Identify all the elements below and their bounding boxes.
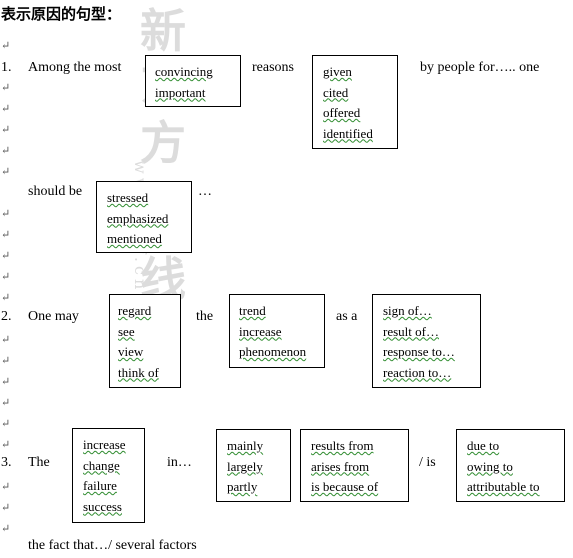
choice-option: see <box>118 323 135 339</box>
paragraph-mark: ↵ <box>1 103 11 115</box>
choice-box: convincing important <box>145 55 241 107</box>
choice-option: given <box>323 64 352 79</box>
choice-option: think of <box>118 364 159 380</box>
pattern-number: 2. <box>1 309 12 324</box>
choice-box: results from arises from is because of <box>300 429 409 502</box>
sentence-text: The <box>28 455 50 470</box>
paragraph-mark: ↵ <box>1 292 11 304</box>
choice-option: important <box>155 84 206 100</box>
paragraph-mark: ↵ <box>1 124 11 136</box>
pattern-number: 3. <box>1 455 12 470</box>
paragraph-mark: ↵ <box>1 355 11 367</box>
sentence-text: should be <box>28 184 83 199</box>
choice-option: cited <box>323 84 349 100</box>
choice-option: failure <box>83 478 117 493</box>
choice-option: offered <box>323 105 361 120</box>
paragraph-mark: ↵ <box>1 334 11 346</box>
paragraph-mark: ↵ <box>1 271 11 283</box>
choice-option: emphasized <box>107 210 169 226</box>
sentence-text: the fact that…/ several factors <box>28 538 197 553</box>
choice-option: result of… <box>383 323 439 339</box>
paragraph-mark: ↵ <box>1 250 11 262</box>
choice-option: phenomenon <box>239 344 307 359</box>
paragraph-mark: ↵ <box>1 481 11 493</box>
choice-option: arises from <box>311 458 370 474</box>
choice-box: stressed emphasized mentioned <box>96 181 192 253</box>
paragraph-mark: ↵ <box>1 82 11 94</box>
choice-box: mainly largely partly <box>216 429 291 502</box>
sentence-text: in… <box>167 455 192 470</box>
choice-box: due to owing to attributable to <box>456 429 565 502</box>
choice-option: sign of… <box>383 303 432 318</box>
choice-option: regard <box>118 303 152 318</box>
choice-option: success <box>83 498 122 514</box>
paragraph-mark: ↵ <box>1 439 11 451</box>
choice-option: reaction to… <box>383 364 452 380</box>
choice-option: attributable to <box>467 479 540 494</box>
page-heading: 表示原因的句型： <box>1 5 122 23</box>
paragraph-mark: ↵ <box>1 40 11 52</box>
choice-option: mainly <box>227 438 264 453</box>
choice-option: largely <box>227 458 263 474</box>
paragraph-mark: ↵ <box>1 208 11 220</box>
sentence-text: / is <box>419 455 436 470</box>
choice-option: response to… <box>383 344 455 359</box>
paragraph-mark: ↵ <box>1 523 11 535</box>
choice-box: increase change failure success <box>72 428 145 523</box>
choice-option: increase <box>83 437 126 452</box>
choice-box: regard see view think of <box>109 294 181 388</box>
choice-option: owing to <box>467 458 513 474</box>
paragraph-mark: ↵ <box>1 376 11 388</box>
choice-box: given cited offered identified <box>312 55 398 149</box>
choice-option: is because of <box>311 479 379 494</box>
sentence-text: the <box>196 309 214 324</box>
paragraph-mark: ↵ <box>1 229 11 241</box>
sentence-text: Among the most <box>28 60 122 75</box>
choice-option: results from <box>311 438 374 453</box>
choice-box: trend increase phenomenon <box>229 294 325 368</box>
sentence-text: … <box>198 184 212 199</box>
choice-option: due to <box>467 438 500 453</box>
paragraph-mark: ↵ <box>1 502 11 514</box>
paragraph-mark: ↵ <box>1 145 11 157</box>
choice-option: view <box>118 344 144 359</box>
choice-option: identified <box>323 125 373 141</box>
paragraph-mark: ↵ <box>1 397 11 409</box>
sentence-text: as a <box>336 309 358 324</box>
pattern-number: 1. <box>1 60 12 75</box>
choice-option: convincing <box>155 64 213 79</box>
sentence-text: One may <box>28 309 79 324</box>
choice-option: partly <box>227 479 258 494</box>
choice-option: mentioned <box>107 231 162 246</box>
choice-option: change <box>83 457 120 473</box>
choice-option: stressed <box>107 190 149 205</box>
choice-option: trend <box>239 303 266 318</box>
sentence-text: reasons <box>252 60 294 75</box>
choice-box: sign of… result of… response to… reactio… <box>372 294 481 388</box>
paragraph-mark: ↵ <box>1 166 11 178</box>
choice-option: increase <box>239 323 282 339</box>
paragraph-mark: ↵ <box>1 418 11 430</box>
sentence-text: by people for….. one <box>420 60 540 75</box>
